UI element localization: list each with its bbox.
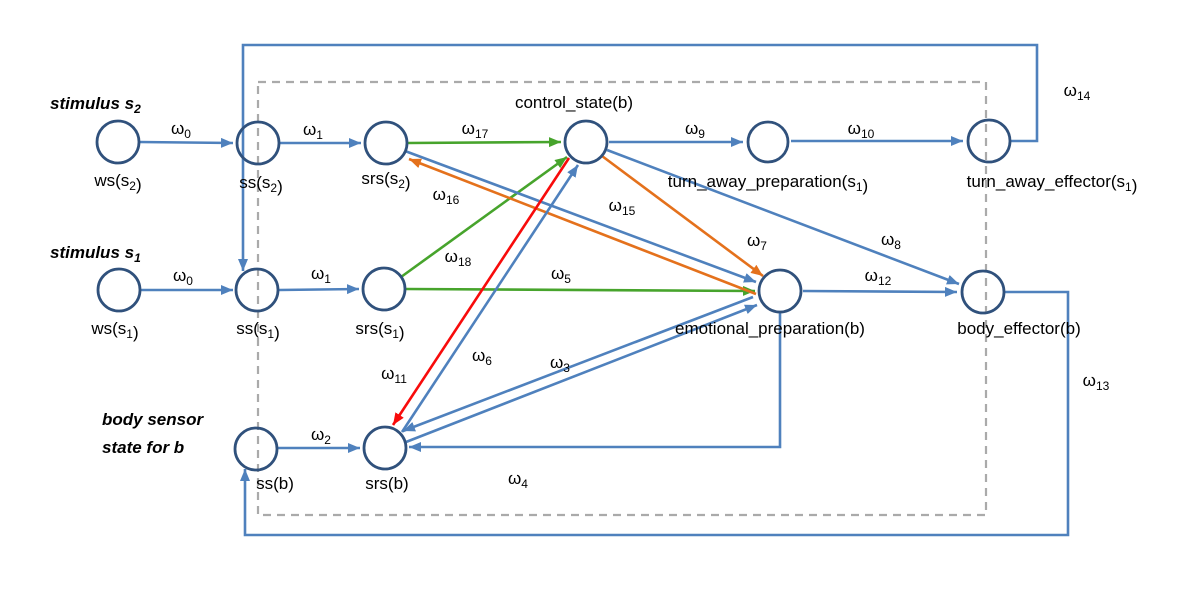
node-label-turn-away-effector-s1: turn_away_effector(s1) bbox=[967, 172, 1138, 195]
edge-w14 bbox=[238, 43, 1039, 271]
weight-label-w0-top: ω0 bbox=[171, 119, 191, 141]
node-label-srs-s1: srs(s1) bbox=[355, 319, 404, 342]
node-label-ws-s1: ws(s1) bbox=[90, 319, 138, 342]
node-label-turn-away-preparation-s1: turn_away_preparation(s1) bbox=[668, 172, 868, 195]
node-ws-s2 bbox=[95, 119, 141, 165]
node-ws-s1 bbox=[96, 267, 142, 313]
edge-w3-return bbox=[402, 295, 754, 433]
node-srs-b bbox=[362, 425, 408, 471]
edge-w6 bbox=[400, 164, 580, 433]
caption-body-sensor-state-line2: state for b bbox=[102, 438, 184, 457]
weight-label-w17: ω17 bbox=[462, 119, 489, 141]
weight-label-w3: ω3 bbox=[550, 353, 570, 375]
weight-label-w9: ω9 bbox=[685, 119, 705, 141]
edge-w0-top bbox=[138, 137, 234, 148]
weight-label-w18: ω18 bbox=[445, 247, 472, 269]
node-label-ss-s2: ss(s2) bbox=[239, 173, 283, 196]
edge-w12 bbox=[802, 286, 958, 297]
edge-w8 bbox=[606, 148, 960, 286]
edge-w15 bbox=[404, 149, 757, 284]
node-turn-away-effector-s1 bbox=[966, 118, 1012, 164]
node-srs-s2 bbox=[363, 120, 409, 166]
edge-w1-mid bbox=[278, 284, 360, 295]
node-label-srs-s2: srs(s2) bbox=[361, 169, 410, 192]
node-label-control-state-b: control_state(b) bbox=[515, 93, 633, 112]
weight-label-w2: ω2 bbox=[311, 425, 331, 447]
node-ss-s2 bbox=[235, 120, 281, 166]
edge-w11 bbox=[391, 157, 571, 426]
weight-label-w5: ω5 bbox=[551, 264, 571, 286]
weight-label-w15: ω15 bbox=[609, 196, 636, 218]
weight-label-w13: ω13 bbox=[1083, 371, 1110, 393]
weight-label-w1-mid: ω1 bbox=[311, 264, 331, 286]
edge-w13 bbox=[240, 290, 1070, 537]
node-emotional-preparation-b bbox=[757, 268, 803, 314]
node-label-body-effector-b: body_effector(b) bbox=[957, 319, 1080, 338]
weight-label-w6: ω6 bbox=[472, 346, 492, 368]
node-srs-s1 bbox=[361, 266, 407, 312]
node-label-ss-b: ss(b) bbox=[256, 474, 294, 493]
edge-w7 bbox=[601, 154, 764, 278]
node-control-state-b bbox=[563, 119, 609, 165]
edge-w17 bbox=[407, 137, 562, 148]
weight-label-w14: ω14 bbox=[1064, 81, 1091, 103]
node-ss-b bbox=[233, 426, 279, 472]
node-label-ss-s1: ss(s1) bbox=[236, 319, 280, 342]
caption-body-sensor-state-line1: body sensor bbox=[102, 410, 204, 429]
weight-label-w12: ω12 bbox=[865, 266, 892, 288]
weight-label-w1-top: ω1 bbox=[303, 120, 323, 142]
edge-w16 bbox=[408, 157, 757, 296]
weight-label-w7: ω7 bbox=[747, 231, 767, 253]
caption-stimulus-s1: stimulus s1 bbox=[50, 243, 141, 265]
weight-label-w8: ω8 bbox=[881, 230, 901, 252]
weight-label-w16: ω16 bbox=[433, 185, 460, 207]
weight-label-w0-mid: ω0 bbox=[173, 266, 193, 288]
node-body-effector-b bbox=[960, 269, 1006, 315]
node-label-emotional-preparation-b: emotional_preparation(b) bbox=[675, 319, 865, 338]
node-turn-away-preparation-s1 bbox=[746, 120, 790, 164]
node-ss-s1 bbox=[234, 267, 280, 313]
node-label-ws-s2: ws(s2) bbox=[93, 171, 141, 194]
edge-w18 bbox=[400, 155, 568, 279]
weight-label-w11: ω11 bbox=[381, 364, 407, 386]
caption-stimulus-s2: stimulus s2 bbox=[50, 94, 141, 116]
edge-w5 bbox=[405, 285, 756, 296]
node-label-srs-b: srs(b) bbox=[365, 474, 408, 493]
weight-label-w10: ω10 bbox=[848, 119, 875, 141]
internal-states-dashed-box bbox=[256, 80, 988, 517]
weight-label-w4: ω4 bbox=[508, 469, 528, 491]
edge-w4 bbox=[409, 313, 782, 452]
edge-w3 bbox=[405, 303, 758, 444]
